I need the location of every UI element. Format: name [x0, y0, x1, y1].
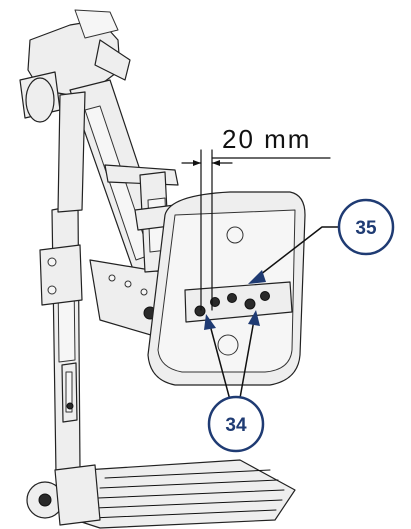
callout-34-leader-right [239, 319, 255, 399]
callout-35: 35 [248, 198, 395, 284]
callout-34-number: 34 [225, 415, 247, 436]
callout-35-number: 35 [355, 218, 377, 239]
footplate [26, 459, 296, 529]
callout-34: 34 [204, 310, 265, 453]
upright-tube [39, 204, 83, 475]
dimension-annotation: 20 mm [181, 124, 331, 311]
callout-34-arrowhead-right-icon [248, 310, 260, 326]
arrowhead-left-icon [193, 160, 201, 166]
callout-35-leader [255, 226, 339, 279]
callout-34-leader-left [209, 324, 231, 401]
callout-35-arrowhead-icon [248, 270, 266, 284]
dimension-label: 20 mm [222, 124, 311, 154]
callout-34-arrowhead-left-icon [204, 314, 216, 330]
calf-pad [147, 191, 306, 386]
upper-hinge-clamp [19, 9, 131, 123]
callout-35-circle [337, 198, 395, 256]
callout-34-circle [207, 395, 265, 453]
arrowhead-right-icon [212, 160, 220, 166]
